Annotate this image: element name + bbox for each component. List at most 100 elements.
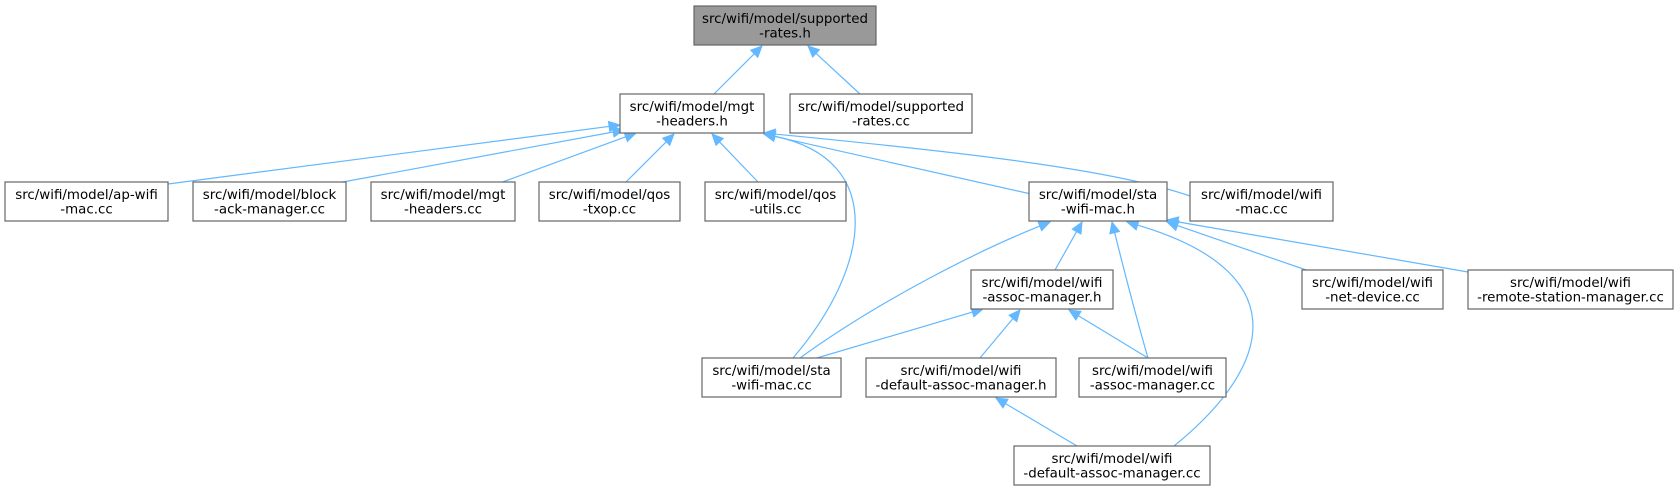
edge-line — [719, 141, 759, 183]
edge-wifi_assoc_manager_cc-to-sta_wifi_mac_h — [1109, 220, 1149, 359]
edge-arrowhead — [1008, 309, 1021, 323]
edge-arrowhead — [749, 45, 763, 59]
edge-line — [331, 131, 614, 185]
edge-wifi_assoc_manager_h-to-sta_wifi_mac_h — [1054, 220, 1083, 271]
node-wifi_remote_station_manager_cc[interactable]: src/wifi/model/wifi-remote-station-manag… — [1467, 269, 1674, 310]
edge-line — [1177, 225, 1313, 273]
edge-line — [979, 318, 1014, 359]
edge-sta_wifi_mac_cc-to-sta_wifi_mac_h — [799, 220, 1052, 359]
node-box — [704, 181, 847, 222]
node-box — [789, 93, 973, 134]
edge-line — [625, 141, 667, 183]
node-supported_rates_cc[interactable]: src/wifi/model/supported-rates.cc — [789, 93, 973, 134]
node-box — [192, 181, 347, 222]
edge-line — [1054, 231, 1078, 271]
node-label-line: -default-assoc-manager.cc — [1023, 467, 1200, 482]
edge-wifi_net_device_cc-to-sta_wifi_mac_h — [1165, 220, 1313, 273]
edge-arrowhead — [807, 45, 821, 59]
node-wifi_assoc_manager_cc[interactable]: src/wifi/model/wifi-assoc-manager.cc — [1078, 357, 1227, 398]
node-box — [693, 5, 877, 46]
edge-arrowhead — [1037, 220, 1052, 232]
node-mgt_headers_h[interactable]: src/wifi/model/mgt-headers.h — [619, 93, 765, 134]
node-box — [538, 181, 681, 222]
node-sta_wifi_mac_cc[interactable]: src/wifi/model/sta-wifi-mac.cc — [701, 357, 842, 398]
node-label-line: -remote-station-manager.cc — [1477, 291, 1664, 306]
edge-qos_utils_cc-to-mgt_headers_h — [711, 133, 759, 183]
edge-arrowhead — [1067, 309, 1082, 321]
node-label-line: src/wifi/model/mgt — [381, 188, 506, 203]
node-wifi_assoc_manager_h[interactable]: src/wifi/model/wifi-assoc-manager.h — [970, 269, 1114, 310]
node-wifi_default_assoc_manager_cc[interactable]: src/wifi/model/wifi-default-assoc-manage… — [1013, 445, 1211, 486]
edge-line — [167, 125, 610, 185]
edges-layer — [167, 45, 1469, 447]
node-box — [1301, 269, 1444, 310]
edge-mgt_headers_cc-to-mgt_headers_h — [496, 131, 638, 185]
node-ap_wifi_mac_cc[interactable]: src/wifi/model/ap-wifi-mac.cc — [4, 181, 169, 222]
node-label-line: src/wifi/model/block — [203, 188, 337, 203]
node-label-line: -default-assoc-manager.h — [875, 379, 1046, 394]
node-label-line: src/wifi/model/sta — [1039, 188, 1157, 203]
edge-line — [496, 136, 626, 185]
node-label-line: src/wifi/model/wifi — [1201, 188, 1322, 203]
edge-line — [774, 135, 1041, 197]
node-label-line: -headers.cc — [404, 203, 482, 218]
node-label-line: src/wifi/model/ap-wifi — [15, 188, 158, 203]
node-label-line: -rates.cc — [852, 115, 910, 130]
edge-arrowhead — [1165, 216, 1180, 228]
edge-line — [1137, 224, 1254, 447]
node-label-line: src/wifi/model/wifi — [1052, 452, 1173, 467]
edge-sta_wifi_mac_cc-to-mgt_headers_h — [762, 130, 856, 359]
node-box — [701, 357, 842, 398]
edge-block_ack_manager_cc-to-mgt_headers_h — [331, 126, 626, 185]
node-label-line: -utils.cc — [750, 203, 802, 218]
edge-line — [713, 53, 755, 95]
node-label-line: -net-device.cc — [1325, 291, 1420, 306]
node-label-line: -ack-manager.cc — [214, 203, 325, 218]
node-wifi_mac_cc[interactable]: src/wifi/model/wifi-mac.cc — [1189, 181, 1334, 222]
node-sta_wifi_mac_h[interactable]: src/wifi/model/sta-wifi-mac.h — [1028, 181, 1168, 222]
edge-arrowhead — [1109, 220, 1121, 235]
node-box — [1078, 357, 1227, 398]
node-label-line: -txop.cc — [583, 203, 636, 218]
node-mgt_headers_cc[interactable]: src/wifi/model/mgt-headers.cc — [370, 181, 516, 222]
node-label-line: -headers.h — [656, 115, 728, 130]
node-box — [1189, 181, 1334, 222]
node-label-line: -rates.h — [759, 27, 811, 42]
edge-line — [1177, 221, 1469, 273]
edge-qos_txop_cc-to-mgt_headers_h — [625, 133, 675, 183]
node-label-line: src/wifi/model/wifi — [901, 364, 1022, 379]
edge-line — [799, 225, 1041, 359]
node-label-line: src/wifi/model/wifi — [982, 276, 1103, 291]
node-box — [1028, 181, 1168, 222]
node-box — [370, 181, 516, 222]
edge-arrowhead — [762, 128, 777, 140]
edge-line — [809, 311, 973, 361]
node-box — [1013, 445, 1211, 486]
edge-wifi_default_assoc_manager_cc-to-wifi_default_assoc_manager_h — [994, 397, 1078, 447]
node-block_ack_manager_cc[interactable]: src/wifi/model/block-ack-manager.cc — [192, 181, 347, 222]
node-qos_txop_cc[interactable]: src/wifi/model/qos-txop.cc — [538, 181, 681, 222]
edge-mgt_headers_h-to-supported_rates_h — [713, 45, 763, 95]
edge-arrowhead — [994, 397, 1009, 409]
node-label-line: src/wifi/model/supported — [702, 12, 868, 27]
node-label-line: -wifi-mac.h — [1061, 203, 1135, 218]
edge-arrowhead — [711, 133, 725, 147]
node-label-line: -mac.cc — [1235, 203, 1287, 218]
node-label-line: src/wifi/model/supported — [798, 100, 964, 115]
edge-line — [815, 53, 861, 95]
node-label-line: -wifi-mac.cc — [731, 379, 811, 394]
node-label-line: -assoc-manager.h — [982, 291, 1101, 306]
node-wifi_net_device_cc[interactable]: src/wifi/model/wifi-net-device.cc — [1301, 269, 1444, 310]
edge-supported_rates_cc-to-supported_rates_h — [807, 45, 861, 95]
nodes-layer: src/wifi/model/supported-rates.hsrc/wifi… — [4, 5, 1674, 486]
node-qos_utils_cc[interactable]: src/wifi/model/qos-utils.cc — [704, 181, 847, 222]
node-label-line: src/wifi/model/qos — [549, 188, 671, 203]
node-label-line: -mac.cc — [60, 203, 112, 218]
node-label-line: src/wifi/model/qos — [715, 188, 837, 203]
node-label-line: src/wifi/model/wifi — [1312, 276, 1433, 291]
node-label-line: src/wifi/model/mgt — [630, 100, 755, 115]
edge-line — [1114, 232, 1149, 359]
edge-arrowhead — [1125, 219, 1140, 231]
node-wifi_default_assoc_manager_h[interactable]: src/wifi/model/wifi-default-assoc-manage… — [865, 357, 1057, 398]
node-box — [619, 93, 765, 134]
